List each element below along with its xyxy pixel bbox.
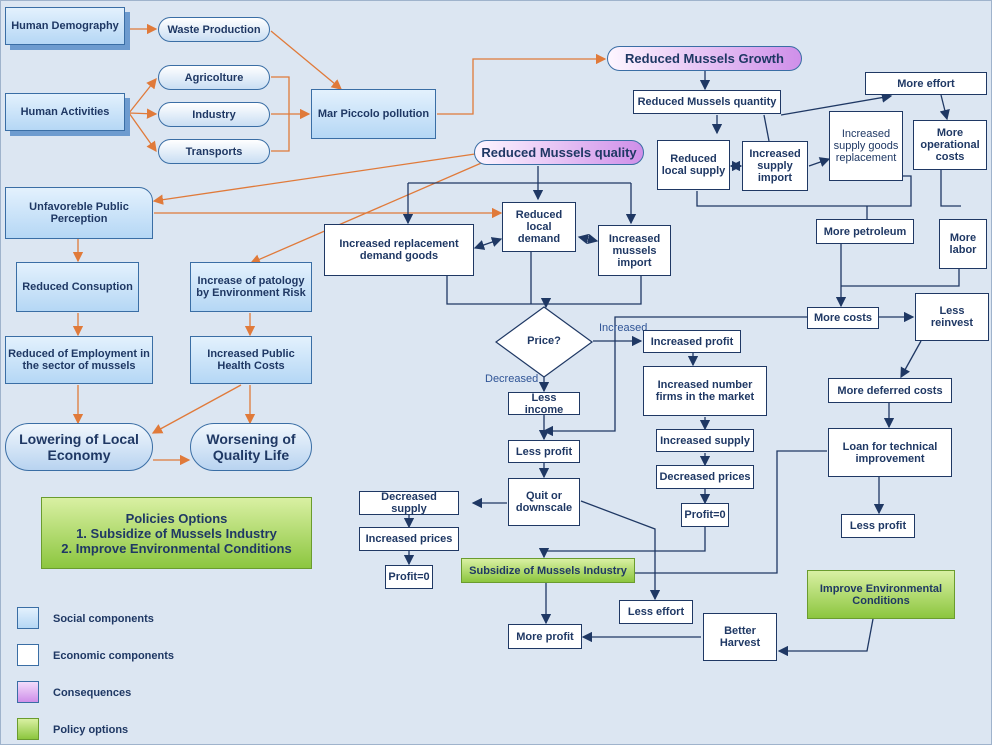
node-reduced-mussels-quality: Reduced Mussels quality (474, 140, 644, 165)
node-reduced-employment: Reduced of Employment in the sector of m… (5, 336, 153, 384)
policies-item-1: 1. Subsidize of Mussels Industry (76, 525, 277, 541)
node-waste-production: Waste Production (158, 17, 270, 42)
node-subsidize-mussels-industry: Subsidize of Mussels Industry (461, 558, 635, 583)
legend-swatch-social (17, 607, 39, 629)
node-human-demography: Human Demography (5, 7, 125, 45)
node-profit0-right: Profit=0 (681, 503, 729, 527)
node-more-operational-costs: More operational costs (913, 120, 987, 170)
node-increased-replacement-demand-goods: Increased replacement demand goods (324, 224, 474, 276)
node-less-profit-2: Less profit (841, 514, 915, 538)
legend-label-consequences: Consequences (53, 687, 132, 699)
legend-label-social: Social components (53, 613, 154, 625)
edge (270, 30, 343, 90)
node-reduced-local-demand: Reduced local demand (502, 202, 576, 252)
edge (151, 384, 242, 434)
node-decreased-supply: Decreased supply (359, 491, 459, 515)
node-lowering-local-economy: Lowering of Local Economy (5, 423, 153, 471)
node-reduced-consuption: Reduced Consuption (16, 262, 139, 312)
edge-label-increased: Increased (599, 322, 648, 334)
node-increased-prices: Increased prices (359, 527, 459, 551)
node-profit0-left: Profit=0 (385, 565, 433, 589)
node-industry: Industry (158, 102, 270, 127)
node-more-labor: More labor (939, 219, 987, 269)
node-less-reinvest: Less reinvest (915, 293, 989, 341)
node-less-effort: Less effort (619, 600, 693, 624)
policies-item-2: 2. Improve Environmental Conditions (61, 540, 292, 556)
edge (542, 316, 807, 437)
node-more-effort: More effort (865, 72, 987, 95)
node-mar-piccolo-pollution: Mar Piccolo pollution (311, 89, 436, 139)
edge (249, 160, 487, 265)
node-reduced-mussels-quantity: Reduced Mussels quantity (633, 90, 781, 114)
edge (763, 114, 770, 142)
node-more-costs: More costs (807, 307, 879, 329)
edge (128, 112, 157, 153)
node-less-income: Less income (508, 392, 580, 416)
edge (437, 53, 607, 115)
node-increased-supply-import: Increased supply import (742, 141, 808, 191)
node-price-decision (495, 306, 593, 378)
edge (841, 269, 960, 287)
node-unfavorable-public-perception: Unfavoreble Public Perception (5, 187, 153, 239)
node-decreased-prices: Decreased prices (656, 465, 754, 489)
legend-swatch-economic (17, 644, 39, 666)
edge (128, 77, 157, 114)
node-increased-profit: Increased profit (643, 330, 741, 353)
node-worsening-quality-life: Worsening of Quality Life (190, 423, 312, 471)
node-quit-or-downscale: Quit or downscale (508, 478, 580, 526)
edge (152, 153, 476, 205)
edge (900, 340, 922, 379)
node-increased-number-firms: Increased number firms in the market (643, 366, 767, 416)
node-more-deferred-costs: More deferred costs (828, 378, 952, 403)
node-human-activities: Human Activities (5, 93, 125, 131)
legend-swatch-consequences (17, 681, 39, 703)
edge (128, 108, 158, 119)
legend-label-policy: Policy options (53, 724, 129, 736)
legend-swatch-policy (17, 718, 39, 740)
node-loan-technical-improvement: Loan for technical improvement (828, 428, 952, 477)
edge (473, 237, 503, 250)
node-less-profit-1: Less profit (508, 440, 580, 463)
edge (635, 450, 827, 574)
node-more-petroleum: More petroleum (816, 219, 914, 244)
edge (446, 276, 642, 305)
edge (808, 157, 831, 167)
policies-title: Policies Options (125, 510, 228, 526)
edge (780, 92, 893, 116)
node-more-profit: More profit (508, 624, 582, 649)
node-improve-environmental-conditions: Improve Environmental Conditions (807, 570, 955, 619)
node-increased-mussels-import: Increased mussels import (598, 225, 671, 276)
legend-label-economic: Economic components (53, 650, 175, 662)
policies-options-box: Policies Options 1. Subsidize of Mussels… (41, 497, 312, 569)
node-transports: Transports (158, 139, 270, 164)
node-increased-supply-goods-replacement: Increased supply goods replacement (829, 111, 903, 181)
edge (538, 527, 706, 559)
node-reduced-local-supply: Reduced local supply (657, 140, 730, 190)
node-price-label: Price? (527, 335, 561, 347)
edge (777, 618, 874, 657)
node-agricolture: Agricolture (158, 65, 270, 90)
edge (939, 94, 950, 121)
node-increase-patology: Increase of patology by Environment Risk (190, 262, 312, 312)
node-increased-supply: Increased supply (656, 429, 754, 452)
edge (940, 169, 961, 207)
edge (577, 233, 599, 245)
edge (580, 500, 661, 601)
edge-label-decreased: Decreased (485, 373, 539, 385)
node-better-harvest: Better Harvest (703, 613, 777, 661)
node-increased-public-health-costs: Increased Public Health Costs (190, 336, 312, 384)
node-reduced-mussels-growth: Reduced Mussels Growth (607, 46, 802, 71)
